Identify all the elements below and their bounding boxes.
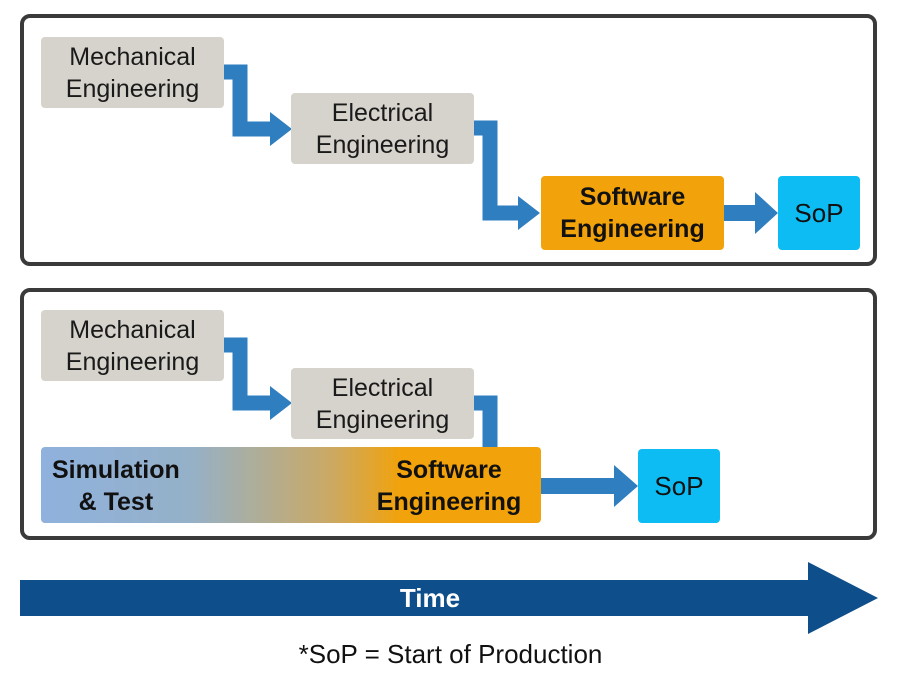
software-engineering-label-bottom: Software Engineering — [376, 456, 522, 516]
sop-footnote: *SoP = Start of Production — [298, 639, 603, 669]
arrow-elec-to-soft-bottom — [474, 395, 498, 452]
simulation-test-label: Simulation & Test — [52, 456, 180, 516]
time-label: Time — [399, 583, 461, 613]
arrow-soft-to-sop-top — [724, 205, 756, 221]
mechanical-engineering-box-top: Mechanical Engineering — [41, 37, 224, 108]
arrow-soft-to-sop-bottom — [540, 478, 616, 494]
arrow-mech-to-elec-top — [224, 64, 272, 137]
arrowhead-mech-to-elec-bottom — [270, 386, 292, 420]
arrow-mech-to-elec-bottom — [224, 337, 272, 411]
simulation-software-gradient-bar — [41, 447, 541, 523]
software-engineering-box-top: Software Engineering — [541, 176, 724, 250]
sop-box-bottom: SoP — [638, 449, 720, 523]
mechanical-engineering-box-bottom: Mechanical Engineering — [41, 310, 224, 381]
electrical-engineering-box-bottom: Electrical Engineering — [291, 368, 474, 439]
arrowhead-elec-to-soft-top — [518, 196, 540, 230]
arrowhead-soft-to-sop-top — [755, 192, 778, 234]
arrow-elec-to-soft-top — [474, 120, 520, 221]
arrowhead-mech-to-elec-top — [270, 112, 292, 146]
arrowhead-soft-to-sop-bottom — [614, 465, 638, 507]
time-arrow — [20, 562, 878, 634]
electrical-engineering-box-top: Electrical Engineering — [291, 93, 474, 164]
sop-box-top: SoP — [778, 176, 860, 250]
